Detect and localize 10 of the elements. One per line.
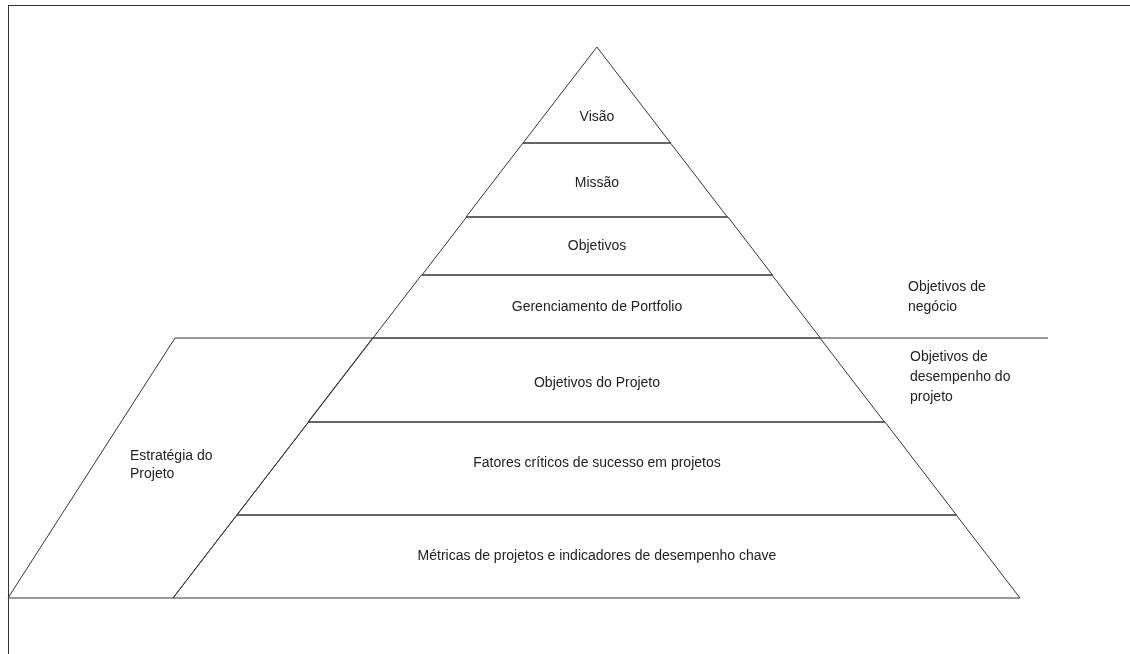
tier-label: Objetivos bbox=[567, 236, 627, 254]
tier-label: Objetivos do Projeto bbox=[533, 373, 661, 391]
side-note: Objetivos de negócio bbox=[908, 277, 987, 316]
tier-label: Missão bbox=[574, 173, 620, 191]
side-note: Objetivos de desempenho do projeto bbox=[910, 347, 1012, 406]
tier-label: Fatores críticos de sucesso em projetos bbox=[473, 453, 721, 471]
tier-label: Visão bbox=[579, 107, 615, 125]
tier-label: Gerenciamento de Portfolio bbox=[511, 297, 683, 315]
tier-label: Métricas de projetos e indicadores de desempenho chave bbox=[417, 546, 777, 564]
tier-label: Estratégia do Projeto bbox=[130, 446, 214, 482]
